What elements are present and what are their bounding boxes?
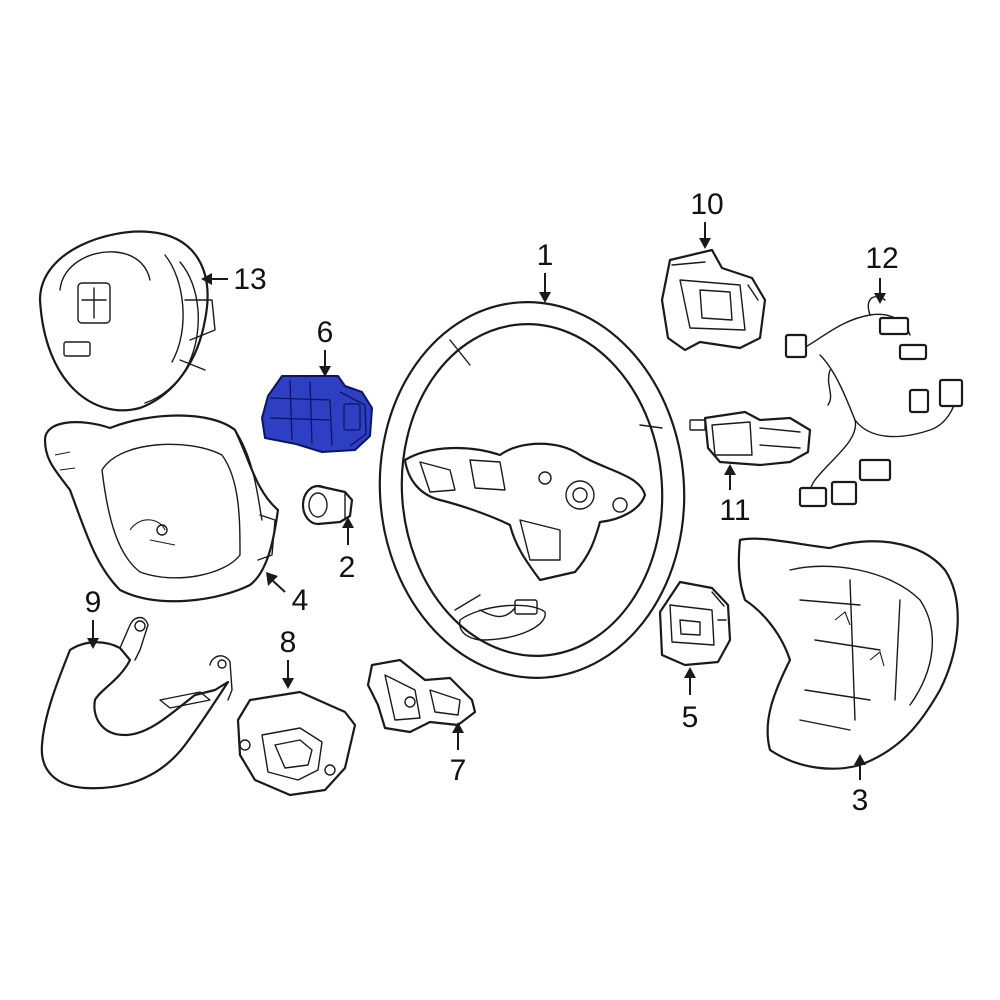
part-5-switch-unit[interactable] (658, 580, 732, 667)
part-6-switch-highlighted[interactable] (261, 375, 373, 453)
callout-4: 4 (292, 584, 309, 617)
part-2-knob[interactable] (301, 484, 354, 526)
callout-9: 9 (85, 586, 102, 619)
part-9-lower-trim[interactable] (40, 616, 233, 790)
callout-6: 6 (317, 316, 334, 349)
callout-1: 1 (537, 239, 554, 272)
callout-5: 5 (682, 701, 699, 734)
part-10-paddle-switch[interactable] (660, 248, 767, 352)
part-8-center-switch[interactable] (236, 690, 357, 797)
part-7-bracket[interactable] (366, 658, 477, 734)
callout-12: 12 (865, 242, 898, 275)
part-11-bracket[interactable] (689, 410, 812, 467)
callout-arrows (87, 222, 886, 780)
callout-3: 3 (852, 784, 869, 817)
part-4-wheel-cover[interactable] (43, 414, 280, 603)
callout-11: 11 (719, 494, 750, 527)
callout-7: 7 (450, 754, 467, 787)
callout-8: 8 (280, 626, 297, 659)
part-1-steering-wheel[interactable] (367, 292, 696, 688)
callout-2: 2 (339, 551, 356, 584)
part-12-wire-harness[interactable] (784, 296, 964, 508)
callout-10: 10 (690, 188, 723, 221)
part-13-airbag[interactable] (38, 230, 216, 412)
part-3-rear-cover[interactable] (737, 537, 959, 770)
callout-13: 13 (233, 263, 266, 296)
